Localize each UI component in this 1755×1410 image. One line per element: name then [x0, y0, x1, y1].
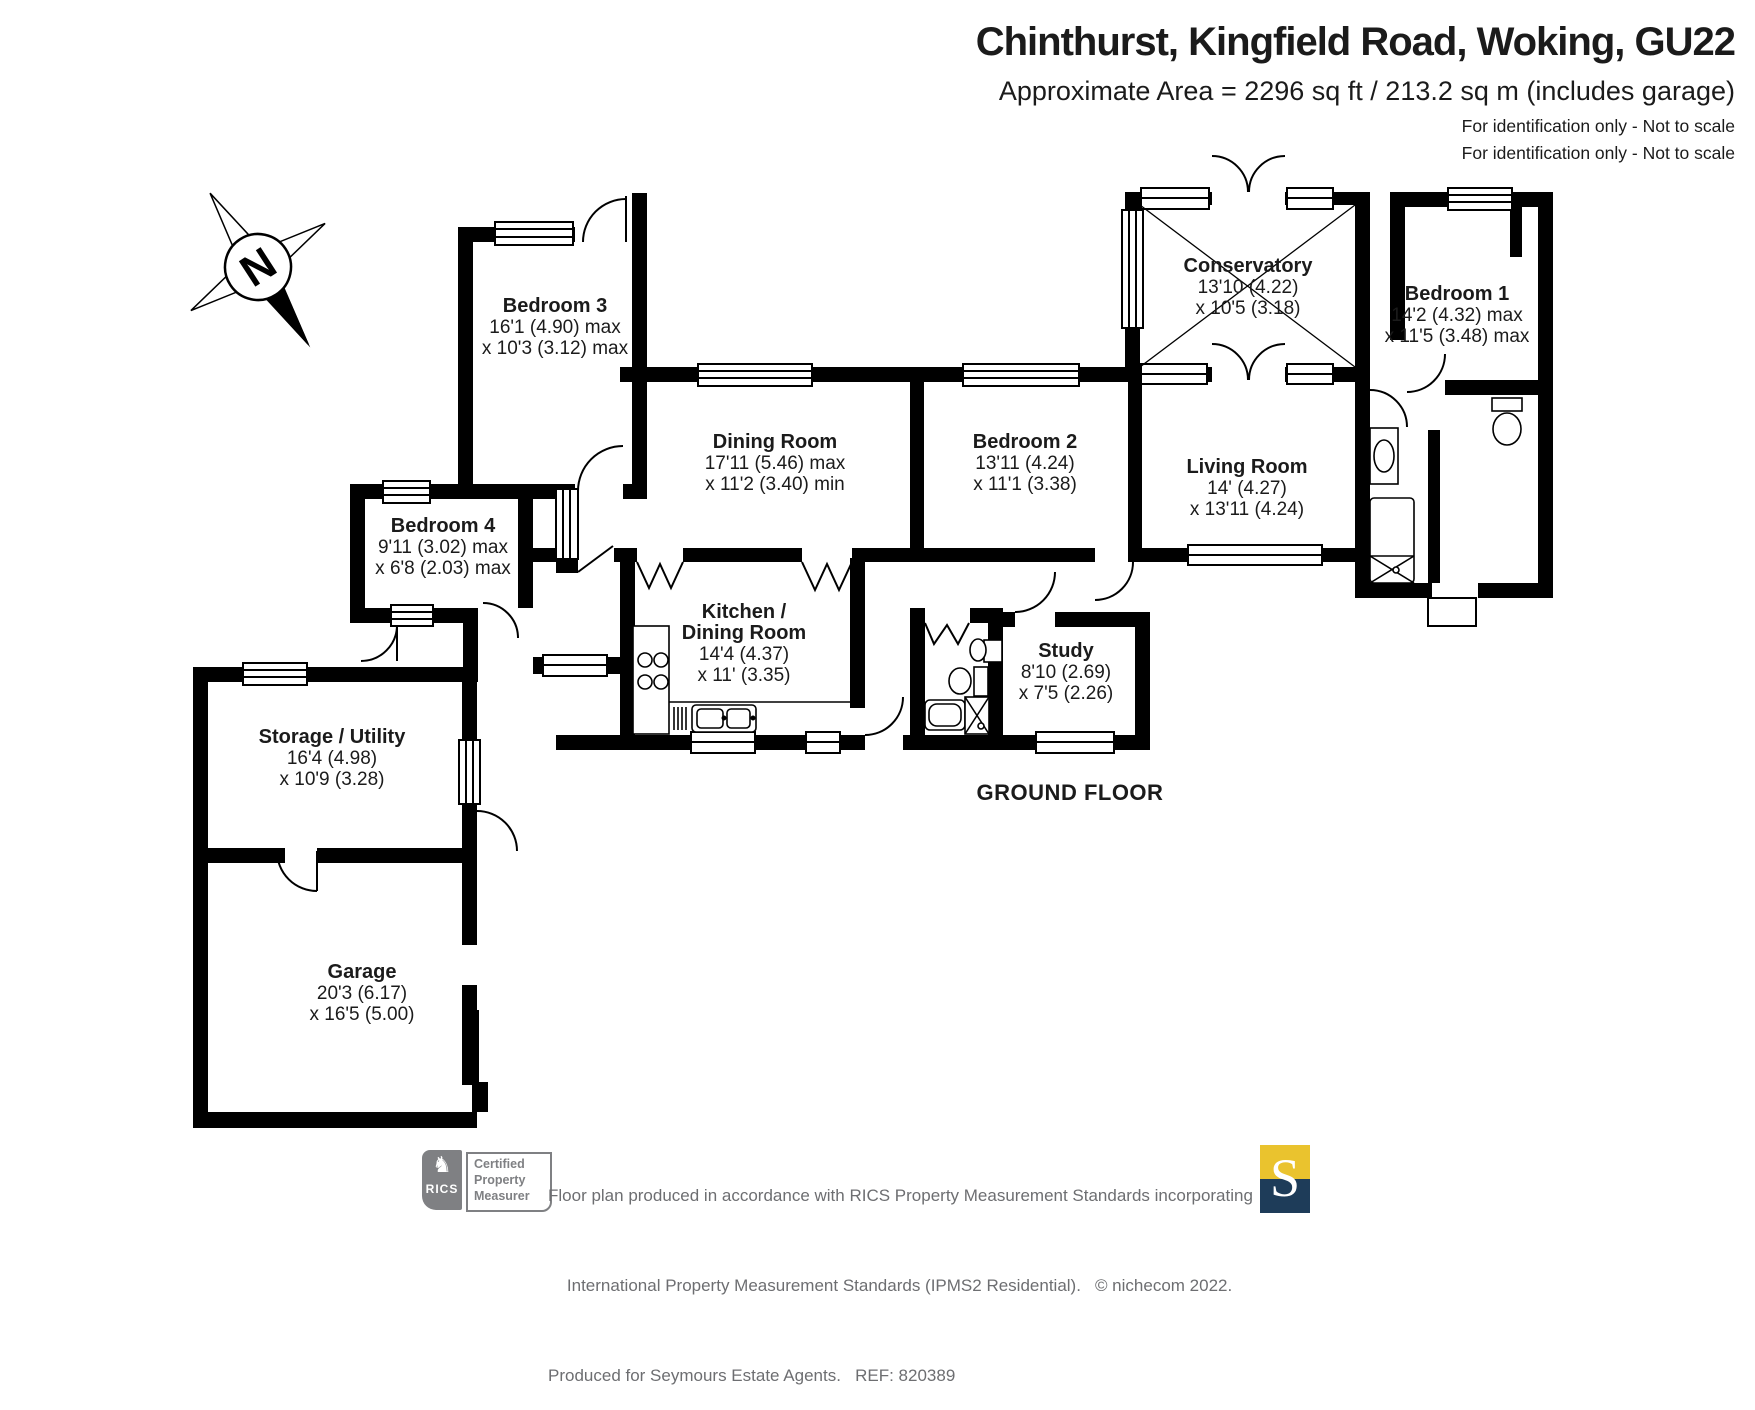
- window: [1140, 363, 1208, 385]
- window: [1140, 187, 1210, 210]
- window: [458, 739, 481, 805]
- door-arc: [864, 696, 904, 736]
- room-label-bedroom4: Bedroom 4 9'11 (3.02) max x 6'8 (2.03) m…: [375, 515, 511, 580]
- windows-layer: [242, 187, 1513, 805]
- kitchen-sink-icon: [673, 704, 757, 733]
- window: [1447, 187, 1513, 211]
- room-label-bedroom1: Bedroom 1 14'2 (4.32) max x 11'5 (3.48) …: [1384, 283, 1530, 348]
- rics-brand: RICS: [425, 1182, 459, 1196]
- stove-icon: [632, 625, 670, 735]
- window: [382, 480, 431, 504]
- window: [1286, 363, 1334, 385]
- footer-line-3: Produced for Seymours Estate Agents. REF…: [548, 1366, 956, 1385]
- sink-icon: [1369, 427, 1399, 485]
- door-arc: [476, 810, 518, 852]
- seymours-logo-top: [1260, 1145, 1310, 1179]
- shower-icon: [964, 696, 990, 735]
- page-title: Chinthurst, Kingfield Road, Woking, GU22: [975, 20, 1736, 64]
- seymours-logo: S: [1260, 1145, 1310, 1213]
- door-arc: [1014, 571, 1056, 613]
- room-label-bedroom3: Bedroom 3 16'1 (4.90) max x 10'3 (3.12) …: [481, 295, 629, 360]
- footer-disclaimer: Floor plan produced in accordance with R…: [548, 1140, 1253, 1410]
- rics-lion-icon: ♞: [432, 1152, 452, 1177]
- conservatory-cross: [1139, 204, 1356, 368]
- door-leaf: [577, 545, 614, 573]
- door-arc: [360, 624, 398, 662]
- window: [1286, 187, 1334, 210]
- compass-icon: N: [190, 192, 326, 348]
- room-label-bedroom2: Bedroom 2 13'11 (4.24) x 11'1 (3.38): [972, 431, 1078, 496]
- floor-title: GROUND FLOOR: [976, 780, 1164, 805]
- window: [1121, 209, 1144, 329]
- room-label-kitchen: Kitchen / Dining Room 14'4 (4.37) x 11' …: [681, 601, 807, 687]
- footer-line-2: International Property Measurement Stand…: [566, 1276, 1233, 1295]
- room-label-storage-utility: Storage / Utility 16'4 (4.98) x 10'9 (3.…: [258, 726, 406, 791]
- bathroom-step: [1427, 597, 1477, 627]
- fixtures-layer: [632, 397, 1523, 735]
- seymours-initial: S: [1269, 1148, 1301, 1208]
- scale-note-1: For identification only - Not to scale: [1461, 116, 1735, 136]
- room-label-study: Study 8'10 (2.69) x 7'5 (2.26): [1018, 640, 1114, 705]
- door-arc: [276, 850, 318, 892]
- room-label-living-room: Living Room 14' (4.27) x 13'11 (4.24): [1186, 456, 1308, 521]
- window: [962, 363, 1080, 387]
- walls-layer: [193, 192, 1553, 1128]
- seymours-logo-bottom: [1260, 1179, 1310, 1213]
- toilet-icon: [1491, 397, 1523, 446]
- door-arc: [582, 198, 627, 243]
- window: [690, 731, 756, 754]
- window: [1187, 544, 1323, 566]
- footer-line-1: Floor plan produced in accordance with R…: [548, 1186, 1253, 1205]
- bifold-door: [924, 622, 970, 647]
- window: [805, 731, 841, 754]
- door-arc: [1369, 389, 1408, 428]
- bifold-door: [801, 561, 853, 593]
- door-arc: [577, 445, 624, 492]
- door-arc: [1211, 343, 1249, 381]
- window: [242, 662, 308, 686]
- rics-logo: ♞ RICS: [422, 1150, 462, 1210]
- window: [494, 221, 574, 246]
- room-label-garage: Garage 20'3 (6.17) x 16'5 (5.00): [309, 961, 415, 1026]
- door-arc: [482, 602, 519, 639]
- copyright: © nichecom 2022.: [1094, 1276, 1233, 1295]
- toilet-icon: [948, 666, 989, 697]
- window: [697, 363, 813, 387]
- door-arc: [1211, 155, 1249, 193]
- window: [390, 604, 434, 627]
- window: [542, 654, 608, 677]
- room-label-conservatory: Conservatory 13'10 (4.22) x 10'5 (3.18): [1183, 255, 1313, 320]
- certified-property-measurer-badge: Certified Property Measurer: [466, 1152, 552, 1212]
- door-arc: [1248, 343, 1286, 381]
- bathtub-icon: [1369, 497, 1415, 584]
- door-arc: [1248, 155, 1286, 193]
- window: [1035, 731, 1115, 754]
- sink-icon: [969, 638, 1003, 663]
- floorplan-page: { "header": { "title": "Chinthurst, King…: [190, 20, 1737, 1385]
- door-arc: [1094, 561, 1134, 601]
- scale-note-2: For identification only - Not to scale: [1461, 143, 1735, 163]
- bifold-door: [636, 561, 684, 591]
- window: [555, 488, 579, 560]
- room-label-dining-room: Dining Room 17'11 (5.46) max x 11'2 (3.4…: [704, 431, 846, 496]
- approximate-area: Approximate Area = 2296 sq ft / 213.2 sq…: [998, 76, 1735, 106]
- floor-plan-drawing: N: [190, 155, 1553, 1128]
- bathtub-icon: [924, 699, 966, 731]
- doors-layer: [276, 155, 1446, 1082]
- door-arc: [1406, 353, 1446, 393]
